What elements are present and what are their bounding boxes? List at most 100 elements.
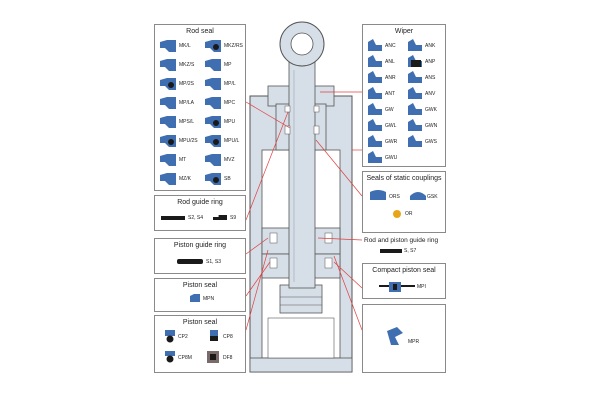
leader-lines (245, 91, 363, 331)
mpr-panel: MPR (362, 304, 446, 373)
wiper-label: ANL (385, 59, 395, 65)
cp8-label: CP8 (223, 334, 233, 340)
ors-seal-icon (370, 190, 386, 200)
anp-wiper-icon (408, 55, 422, 67)
rod-guide-ring-label-2: S9 (230, 215, 237, 221)
wiper-label: ANS (425, 75, 436, 81)
gw-wiper-icon (368, 103, 382, 115)
wiper-label: GWR (385, 139, 398, 145)
wiper-label: GWK (425, 107, 437, 113)
mp-seal-icon (205, 59, 221, 71)
mp-l-seal-icon (205, 78, 221, 90)
rod-seal-label: MPU/2S (179, 138, 198, 144)
mpr-label: MPR (408, 339, 420, 345)
rod-seal-label: MVZ (224, 157, 235, 163)
cp8-seal-icon (210, 330, 218, 341)
cylinder-body (249, 21, 353, 373)
rod-seal-panel: Rod seal MK/L MKZ/RS MKZ/S MP MP/2S MP/L MP/LA… (154, 24, 246, 191)
piston-seal-title: Piston seal (182, 319, 218, 326)
gwr-wiper-icon (368, 135, 382, 147)
gwk-wiper-icon (408, 103, 422, 115)
mpi-label: MPI (417, 284, 426, 290)
anl-wiper-icon (368, 55, 382, 67)
wiper-label: ANV (425, 91, 436, 97)
ans-wiper-icon (408, 71, 422, 83)
wiper-label: ANR (385, 75, 396, 81)
mpi-seal-icon (379, 282, 415, 292)
piston-seal-mpn-title: Piston seal (182, 282, 218, 289)
anr-wiper-icon (368, 71, 382, 83)
rod-seal-label: MKZ/RS (224, 43, 243, 49)
mz-k-seal-icon (160, 173, 176, 185)
cp2-seal-icon (165, 330, 175, 343)
mkz-rs-seal-icon (205, 40, 221, 52)
mpr-seal-icon (387, 327, 403, 345)
piston-seal-mpn-panel: Piston seal MPN (154, 278, 246, 312)
wiper-label: GWN (425, 123, 438, 129)
wiper-label: GW (385, 107, 394, 113)
rod-seal-label: MZ/K (179, 176, 191, 182)
compact-piston-seal-panel: Compact piston seal MPI (362, 263, 446, 299)
rod-seal-label: MP (224, 62, 232, 68)
sb-seal-icon (205, 173, 221, 185)
rod-seal-label: MPU (224, 119, 236, 125)
rod-seal-label: SB (224, 176, 231, 182)
wiper-label: GWL (385, 123, 397, 129)
rod-guide-ring-icon (161, 216, 185, 220)
rod-seal-label: MPS/L (179, 119, 195, 125)
mt-seal-icon (160, 154, 176, 166)
rod-seal-label: MP/LA (179, 100, 195, 106)
mk-l-seal-icon (160, 40, 176, 52)
df8-seal-icon (207, 351, 219, 363)
wiper-label: GWU (385, 155, 398, 161)
rod-seal-label: MT (179, 157, 187, 163)
piston-guide-ring-label: S1, S3 (206, 259, 222, 265)
piston-guide-ring-icon (177, 259, 203, 264)
wiper-label: ANT (385, 91, 395, 97)
ors-label: ORS (389, 194, 400, 200)
rod-seal-label: MPC (224, 100, 236, 106)
static-couplings-panel: Seals of static couplings ORS GSK OR (362, 171, 446, 233)
mp-la-seal-icon (160, 97, 176, 109)
rod-piston-guide-ring-icon (380, 249, 402, 253)
cp8m-seal-icon (165, 351, 175, 363)
rod-seal-title: Rod seal (186, 28, 214, 35)
rod-seal-label: MK/L (179, 43, 191, 49)
cp8m-label: CP8M (178, 355, 192, 361)
gws-wiper-icon (408, 135, 422, 147)
piston-seal-panel: Piston seal CP2 CP8 CP8M DF8 (154, 315, 246, 373)
rod-guide-ring-label-1: S2, S4 (188, 215, 204, 221)
wiper-label: GWS (425, 139, 437, 145)
gsk-seal-icon (410, 192, 426, 200)
mpu-l-seal-icon (205, 135, 221, 147)
gwl-wiper-icon (368, 119, 382, 131)
mpc-seal-icon (205, 97, 221, 109)
gsk-label: GSK (427, 194, 438, 200)
rod-guide-ring-title: Rod guide ring (177, 199, 223, 206)
static-couplings-title: Seals of static couplings (366, 175, 442, 182)
wiper-label: ANP (425, 59, 436, 65)
mpu-seal-icon (205, 116, 221, 128)
rod-seal-label: MP/L (224, 81, 236, 87)
mkz-s-seal-icon (160, 59, 176, 71)
wiper-title: Wiper (394, 28, 414, 35)
mpu-2s-seal-icon (160, 135, 176, 147)
rod-seal-label: MPU/L (224, 138, 240, 144)
rod-seal-label: MKZ/S (179, 62, 195, 68)
anc-wiper-icon (368, 39, 382, 51)
rod-piston-guide-ring-label: S, S7 (404, 248, 417, 254)
df8-label: DF8 (223, 355, 233, 361)
ank-wiper-icon (408, 39, 422, 51)
rod-piston-guide-ring-title: Rod and piston guide ring (364, 237, 439, 244)
rod-seal-label: MP/2S (179, 81, 195, 87)
or-seal-icon (393, 210, 401, 218)
piston-guide-ring-title: Piston guide ring (173, 242, 227, 249)
mpn-seal-icon (190, 294, 200, 302)
mp-2s-seal-icon (160, 78, 176, 90)
mps-l-seal-icon (160, 116, 176, 128)
ant-wiper-icon (368, 87, 382, 99)
or-label: OR (405, 211, 413, 217)
rod-guide-ring-panel: Rod guide ring S2, S4 S9 (154, 195, 246, 231)
